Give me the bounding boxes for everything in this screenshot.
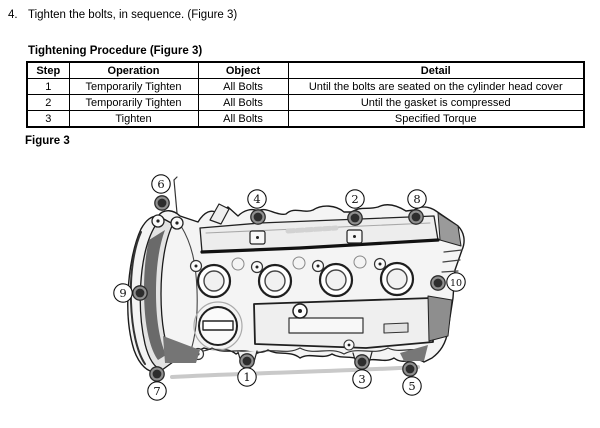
table-header-row: Step Operation Object Detail — [26, 61, 585, 79]
svg-text:6: 6 — [157, 177, 164, 191]
cell-step: 1 — [26, 78, 70, 95]
tightening-procedure-table: Step Operation Object Detail 1 Temporari… — [26, 61, 585, 128]
svg-text:4: 4 — [253, 192, 260, 206]
bolt-callouts-layer: 1 2 3 4 5 6 7 8 9 10 — [113, 174, 466, 401]
table-row: 2 Temporarily Tighten All Bolts Until th… — [26, 94, 585, 111]
bolt-callout-10: 10 — [430, 272, 466, 292]
svg-text:3: 3 — [358, 372, 365, 386]
cell-detail: Until the bolts are seated on the cylind… — [287, 78, 585, 95]
valve-cover-illustration — [127, 176, 465, 379]
bolt-callout-3: 3 — [352, 354, 372, 389]
col-header-step: Step — [26, 61, 70, 79]
cell-operation: Temporarily Tighten — [68, 78, 199, 95]
table-row: 1 Temporarily Tighten All Bolts Until th… — [26, 78, 585, 95]
col-header-operation: Operation — [68, 61, 199, 79]
svg-text:8: 8 — [413, 192, 420, 206]
bolt-callout-6: 6 — [151, 174, 171, 211]
svg-text:1: 1 — [243, 370, 250, 384]
cell-step: 2 — [26, 94, 70, 111]
svg-text:2: 2 — [351, 192, 358, 206]
cell-step: 3 — [26, 110, 70, 128]
col-header-detail: Detail — [287, 61, 585, 79]
figure-label: Figure 3 — [25, 135, 70, 147]
svg-text:9: 9 — [119, 286, 126, 300]
cell-operation: Temporarily Tighten — [68, 94, 199, 111]
table-row: 3 Tighten All Bolts Specified Torque — [26, 110, 585, 128]
cell-object: All Bolts — [197, 78, 289, 95]
bolt-callout-5: 5 — [402, 361, 422, 396]
bolt-callout-1: 1 — [237, 353, 257, 387]
procedure-title: Tightening Procedure (Figure 3) — [28, 45, 203, 57]
cell-detail: Specified Torque — [287, 110, 585, 128]
bolt-callout-8: 8 — [407, 189, 427, 225]
bolt-callout-7: 7 — [147, 366, 167, 401]
cell-operation: Tighten — [68, 110, 199, 128]
cell-detail: Until the gasket is compressed — [287, 94, 585, 111]
instruction-text: Tighten the bolts, in sequence. (Figure … — [28, 9, 238, 21]
col-header-object: Object — [197, 61, 289, 79]
procedure-table-container: Step Operation Object Detail 1 Temporari… — [26, 61, 585, 128]
svg-text:5: 5 — [408, 379, 415, 393]
cell-object: All Bolts — [197, 94, 289, 111]
svg-text:7: 7 — [153, 384, 160, 398]
cell-object: All Bolts — [197, 110, 289, 128]
bolt-callout-2: 2 — [345, 189, 365, 226]
svg-text:10: 10 — [450, 278, 462, 289]
bolt-callout-4: 4 — [247, 189, 267, 225]
bolt-callout-9: 9 — [113, 283, 148, 303]
instruction-step-number: 4. — [8, 9, 18, 21]
